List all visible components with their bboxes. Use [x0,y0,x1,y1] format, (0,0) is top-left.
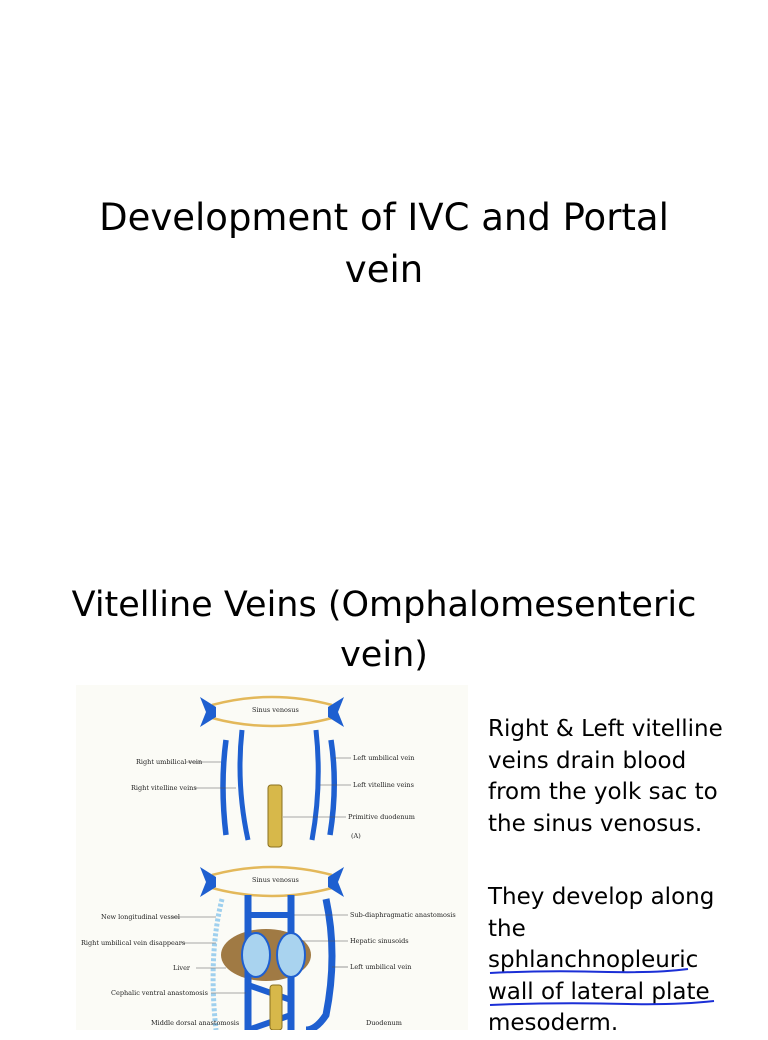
text-line: They develop along [488,884,715,910]
right-vitelline-vein-a [237,729,251,841]
left-vitelline-vein-a [309,729,321,841]
pen-annotation [489,968,715,1006]
title-line-1: Vitelline Veins (Omphalomesenteric [71,585,697,625]
text-line: from the yolk sac to [488,779,718,805]
right-umbilical-vein-a [220,739,229,836]
sinus-venosus-upper-b [211,865,333,877]
title-line-2: vein) [340,635,428,675]
slide-title: Development of IVC and Portal vein [60,192,708,296]
text-line: Right & Left vitelline [488,716,723,742]
left-umbilical-vein-a [327,739,337,836]
duodenum-b [269,984,283,1030]
label-right-umbilical: Right umbilical vein [136,758,202,766]
vitelline-veins-figure: Sinus venosus Right umbilical vein Right… [76,685,468,1030]
text-line: the [488,915,526,942]
title-line-2: vein [344,248,424,291]
pen-underline-1 [489,968,689,974]
text-line: wall of lateral plate [488,978,710,1005]
right-umbilical-disappearing [210,898,225,1030]
label-liver: Liver [173,964,191,972]
hepatic-sinusoid-left [276,932,306,978]
label-hepatic-sinusoids: Hepatic sinusoids [350,937,409,945]
sinus-venosus-lower-a [211,716,333,728]
label-duodenum: Duodenum [366,1019,402,1027]
text-line: sphlanchnopleuric [488,947,699,973]
label-cephalic-ventral: Cephalic ventral anastomosis [111,989,208,997]
sinus-horn-left-a [328,697,344,727]
sinus-horn-left-b [328,867,344,897]
label-sub-diaphragmatic: Sub-diaphragmatic anastomosis [350,911,456,919]
sinus-horn-right-a [200,697,216,727]
text-line: the sinus venosus. [488,810,703,837]
label-primitive-duodenum: Primitive duodenum [348,813,415,821]
label-left-umbilical-b: Left umbilical vein [350,963,411,971]
content-slide: Vitelline Veins (Omphalomesenteric vein)… [0,540,768,1036]
title-line-1: Development of IVC and Portal [99,196,669,239]
figure-diagram: Sinus venosus Right umbilical vein Right… [81,695,456,1030]
label-right-vitelline: Right vitelline veins [131,784,197,792]
sinus-venosus-upper-a [211,695,333,707]
sinus-horn-right-b [200,867,216,897]
primitive-duodenum-a [267,784,283,848]
left-umbilical-vein-b [305,898,336,1030]
label-new-longitudinal: New longitudinal vessel [101,913,180,921]
label-left-vitelline: Left vitelline veins [353,781,414,789]
title-slide: Development of IVC and Portal vein [60,192,708,296]
paragraph-drainage: Right & Left vitelline veins drain blood… [488,714,758,840]
text-line: veins drain blood [488,747,687,774]
pen-underline-2 [489,1000,715,1006]
slide-title: Vitelline Veins (Omphalomesenteric vein) [40,580,728,680]
label-sinus-venosus-b: Sinus venosus [252,876,299,884]
sinus-venosus-lower-b [211,886,333,898]
label-sinus-venosus-a: Sinus venosus [252,706,299,714]
label-panel-a: (A) [351,832,361,840]
label-right-umb-disappears: Right umbilical vein disappears [81,939,185,947]
label-middle-dorsal: Middle dorsal anastomosis [151,1019,239,1027]
hepatic-sinusoid-right [241,932,271,978]
label-left-umbilical: Left umbilical vein [353,754,414,762]
